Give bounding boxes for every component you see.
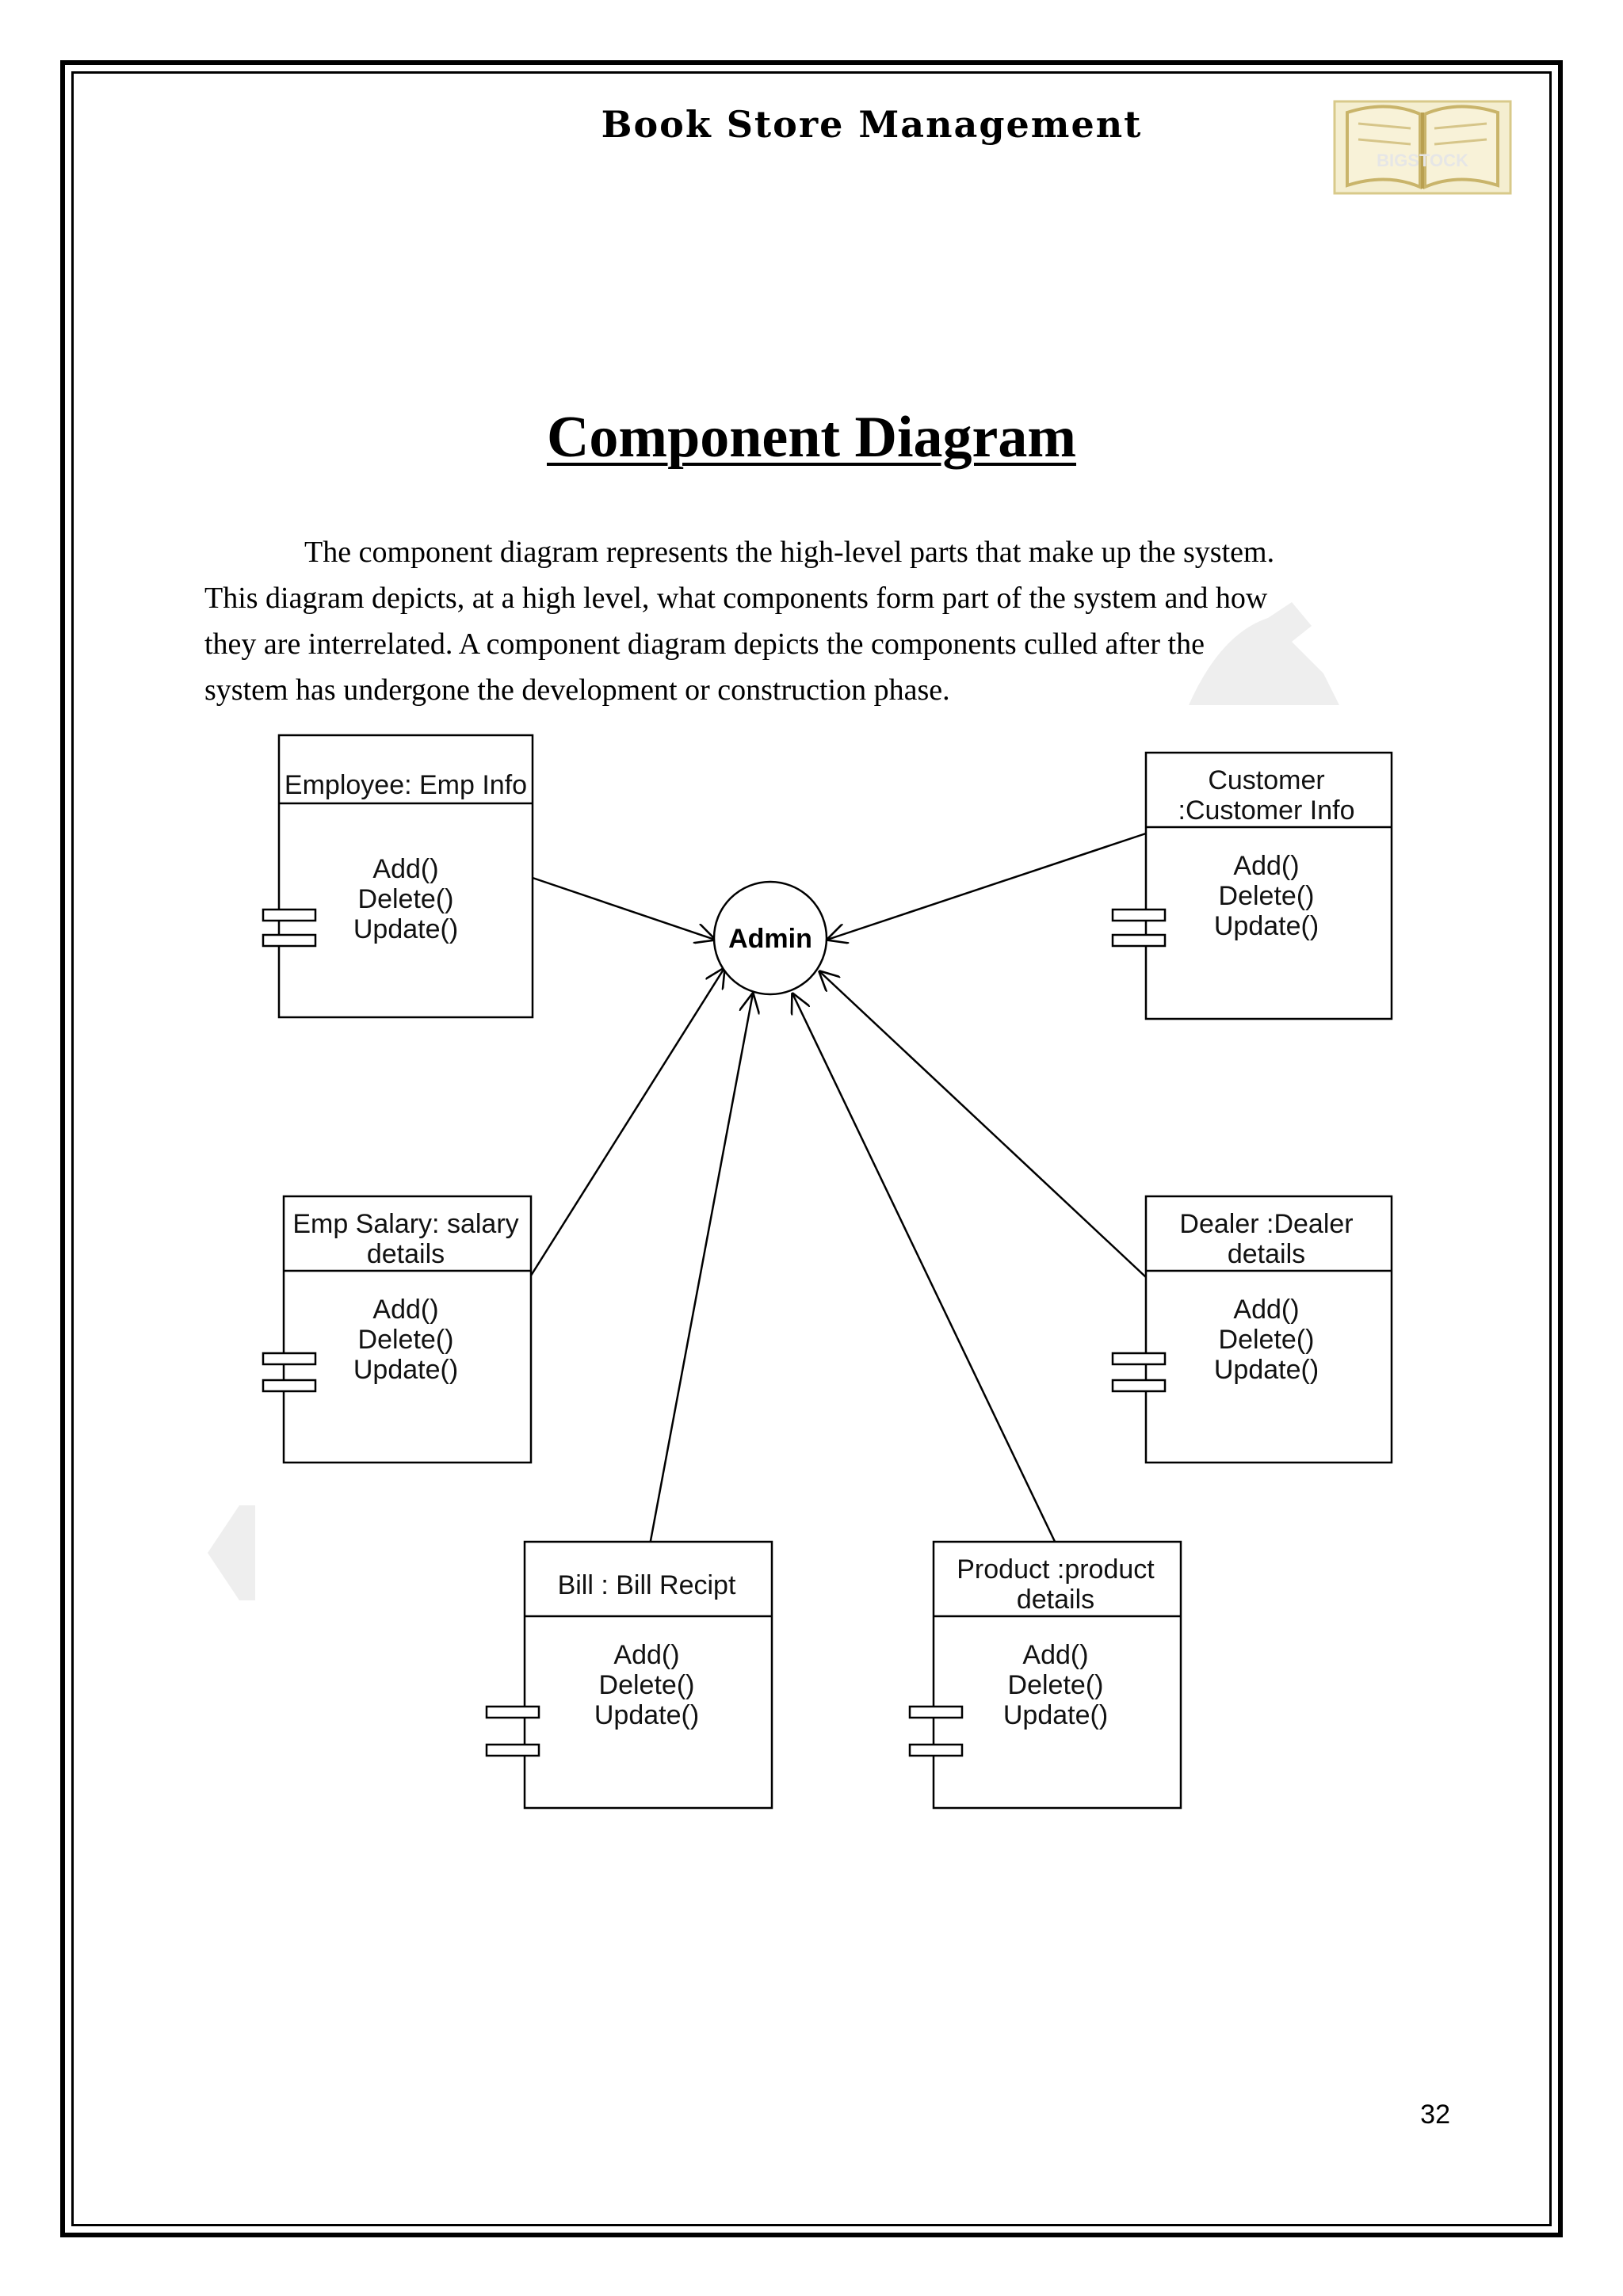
component-title: Emp Salary: salary [292, 1209, 518, 1239]
component-method: Update() [594, 1700, 699, 1730]
component-method: Delete() [1219, 1325, 1315, 1355]
component-port [262, 1352, 317, 1366]
component-port [1111, 1352, 1167, 1366]
component-method: Add() [372, 854, 438, 884]
intro-line: This diagram depicts, at a high level, w… [204, 582, 1268, 615]
component-title: :Customer Info [1178, 795, 1355, 826]
component-port [908, 1743, 964, 1757]
logo-watermark-text: BIGSTOCK [1377, 151, 1468, 170]
component-port [908, 1705, 964, 1719]
component-title: details [367, 1239, 445, 1269]
page-title: Component Diagram [0, 404, 1623, 471]
component-method: Add() [1233, 1295, 1299, 1325]
component-dealer: Dealer :Dealer details Add() Delete() Up… [1111, 1195, 1393, 1464]
component-title: Employee: Emp Info [285, 770, 527, 800]
watermark-shape [1189, 602, 1339, 705]
component-method: Add() [372, 1295, 438, 1325]
intro-line: system has undergone the development or … [204, 673, 950, 707]
intro-paragraph: The component diagram represents the hig… [204, 529, 1377, 713]
component-title: details [1228, 1239, 1305, 1269]
connectors [529, 832, 1147, 1547]
component-title: details [1017, 1585, 1094, 1615]
component-title: Bill : Bill Recipt [558, 1570, 736, 1600]
page-border-outer [60, 60, 1563, 2237]
intro-line: they are interrelated. A component diagr… [204, 627, 1205, 661]
connector-dealer [819, 971, 1147, 1278]
component-port [1111, 908, 1167, 922]
component-method: Update() [1214, 1355, 1319, 1385]
component-port [262, 908, 317, 922]
component-method: Update() [1214, 911, 1319, 941]
connector-customer [827, 832, 1147, 940]
component-customer: Customer :Customer Info Add() Delete() U… [1111, 751, 1393, 1020]
component-product: Product :product details Add() Delete() … [908, 1540, 1182, 1810]
component-method: Update() [1003, 1700, 1108, 1730]
component-employee: Employee: Emp Info Add() Delete() Update… [262, 734, 534, 1019]
header-title: Book Store Management [601, 103, 1143, 146]
page-number: 32 [1420, 2100, 1450, 2130]
watermark-shape [208, 1505, 255, 1600]
component-port [262, 933, 317, 948]
component-method: Delete() [599, 1670, 695, 1700]
component-method: Delete() [358, 884, 454, 914]
connector-bill [648, 994, 753, 1546]
connector-product [792, 994, 1059, 1547]
connector-employee [532, 876, 715, 940]
component-bill: Bill : Bill Recipt Add() Delete() Update… [485, 1540, 773, 1810]
component-title: Customer [1208, 765, 1324, 795]
component-emp-salary: Emp Salary: salary details Add() Delete(… [262, 1195, 533, 1464]
component-port [485, 1705, 540, 1719]
component-port [485, 1743, 540, 1757]
component-method: Delete() [1008, 1670, 1104, 1700]
connector-emp-salary [529, 968, 724, 1276]
component-port [1111, 933, 1167, 948]
component-method: Delete() [1219, 881, 1315, 911]
component-method: Add() [1233, 851, 1299, 881]
book-logo-icon: BIGSTOCK [1333, 100, 1512, 195]
component-method: Add() [613, 1640, 679, 1670]
component-title: Product :product [957, 1554, 1155, 1585]
component-method: Add() [1022, 1640, 1088, 1670]
page-border-inner [71, 71, 1552, 2226]
component-title: Dealer :Dealer [1179, 1209, 1353, 1239]
component-method: Update() [353, 914, 458, 944]
intro-line: The component diagram represents the hig… [304, 536, 1275, 569]
component-method: Delete() [358, 1325, 454, 1355]
component-port [1111, 1379, 1167, 1393]
component-port [262, 1379, 317, 1393]
admin-label: Admin [728, 924, 812, 954]
page-title-text: Component Diagram [546, 405, 1077, 470]
component-method: Update() [353, 1355, 458, 1385]
admin-node: Admin [712, 880, 828, 996]
